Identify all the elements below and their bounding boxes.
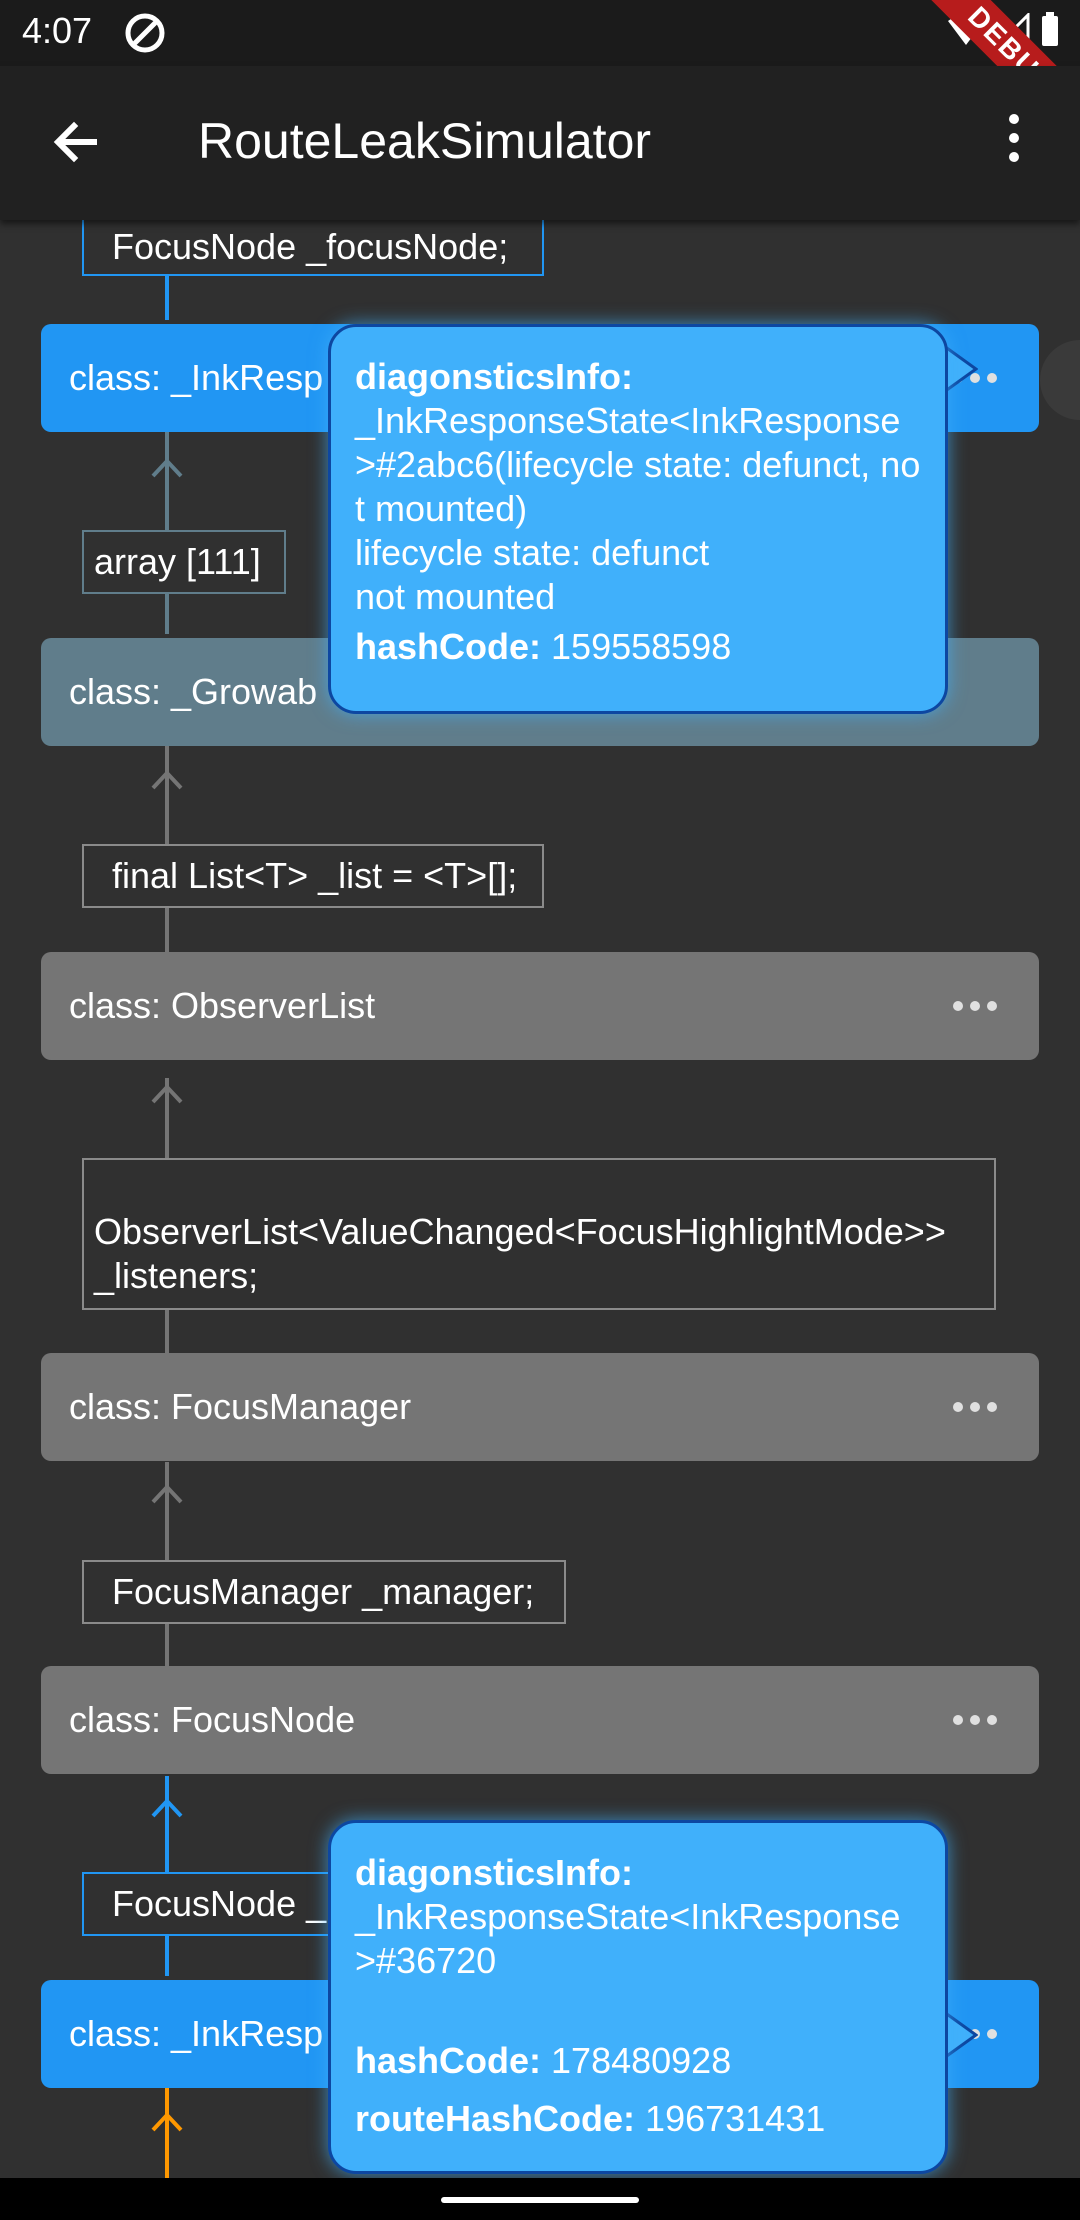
- navigation-bar: [0, 2178, 1080, 2220]
- field-label: final List<T> _list = <T>[];: [82, 844, 544, 908]
- more-horiz-icon[interactable]: [953, 952, 997, 1060]
- scroll-indicator: [1040, 340, 1080, 420]
- class-name: class: FocusManager: [69, 1386, 412, 1427]
- tooltip-hash-label: hashCode:: [355, 626, 542, 667]
- tooltip-info-value: _InkResponseState<InkResponse>#2abc6(lif…: [355, 400, 921, 617]
- more-horiz-icon[interactable]: [953, 1353, 997, 1461]
- status-bar: 4:07 DEBUG: [0, 0, 1080, 158]
- tooltip-info: diagonsticsInfo: _InkResponseState<InkRe…: [355, 355, 921, 619]
- app-bar: RouteLeakSimulator: [0, 66, 1080, 220]
- connector-line: [165, 276, 169, 320]
- leak-path-list[interactable]: FocusNode _focusNode; array [111] final …: [0, 220, 1080, 2178]
- field-label: ObserverList<ValueChanged<FocusHighlight…: [82, 1158, 996, 1310]
- more-vert-icon[interactable]: [990, 114, 1038, 174]
- field-label: FocusNode _focusNode;: [82, 220, 544, 276]
- class-card[interactable]: class: ObserverList: [41, 952, 1039, 1060]
- class-name: class: FocusNode: [69, 1699, 356, 1740]
- tooltip-route-label: routeHashCode:: [355, 2098, 636, 2139]
- up-arrow-icon: [151, 770, 183, 790]
- tooltip-info-value: _InkResponseState<InkResponse>#36720: [355, 1896, 901, 1981]
- tooltip-info-label: diagonsticsInfo:: [355, 356, 633, 397]
- tooltip-hash-value: 159558598: [551, 626, 732, 667]
- status-time: 4:07: [22, 10, 93, 51]
- app-title: RouteLeakSimulator: [198, 113, 652, 169]
- tooltip-hash: hashCode: 159558598: [355, 625, 921, 669]
- up-arrow-icon: [151, 2112, 183, 2132]
- connector-line: [165, 2086, 169, 2178]
- up-arrow-icon: [151, 1084, 183, 1104]
- battery-icon: [1042, 12, 1058, 46]
- tooltip-route-hash: routeHashCode: 196731431: [355, 2097, 921, 2141]
- tooltip-hash-label: hashCode:: [355, 2040, 542, 2081]
- field-label: FocusManager _manager;: [82, 1560, 566, 1624]
- field-label: array [111]: [82, 530, 286, 594]
- class-card[interactable]: class: FocusNode: [41, 1666, 1039, 1774]
- back-arrow-icon[interactable]: [44, 110, 108, 174]
- tooltip-hash-value: 178480928: [551, 2040, 732, 2081]
- tooltip-pointer: [944, 2010, 978, 2060]
- class-name: class: _InkResp: [69, 2013, 324, 2054]
- at-notification-icon: [125, 13, 165, 53]
- class-name: class: _Growab: [69, 671, 318, 712]
- up-arrow-icon: [151, 1484, 183, 1504]
- tooltip-hash: hashCode: 178480928: [355, 2039, 921, 2083]
- diagnostics-tooltip: diagonsticsInfo: _InkResponseState<InkRe…: [328, 324, 948, 714]
- tooltip-info-label: diagonsticsInfo:: [355, 1852, 633, 1893]
- tooltip-route-value: 196731431: [645, 2098, 826, 2139]
- tooltip-info: diagonsticsInfo: _InkResponseState<InkRe…: [355, 1851, 921, 1983]
- home-handle[interactable]: [441, 2197, 639, 2203]
- class-name: class: _InkResp: [69, 357, 324, 398]
- tooltip-pointer: [944, 344, 978, 394]
- up-arrow-icon: [151, 458, 183, 478]
- class-name: class: ObserverList: [69, 985, 376, 1026]
- diagnostics-tooltip: diagonsticsInfo: _InkResponseState<InkRe…: [328, 1820, 948, 2174]
- class-card[interactable]: class: FocusManager: [41, 1353, 1039, 1461]
- more-horiz-icon[interactable]: [953, 1666, 997, 1774]
- up-arrow-icon: [151, 1798, 183, 1818]
- connector-line: [165, 408, 169, 634]
